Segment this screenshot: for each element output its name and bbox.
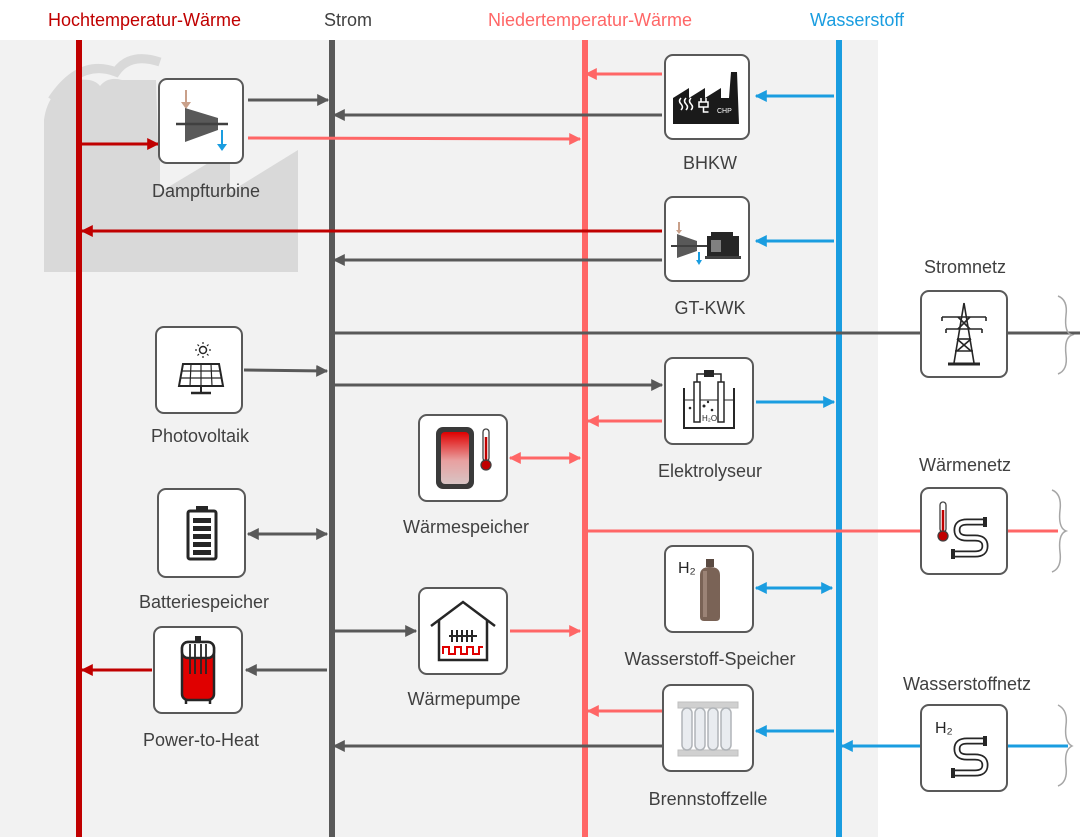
solar-panel-icon	[177, 342, 225, 395]
hydrogen-storage-block: H₂	[664, 545, 754, 633]
gas-turbine-chp-icon	[671, 222, 741, 265]
chp-factory-icon: CHP	[673, 72, 739, 124]
hydrogen-grid-block: H₂	[920, 704, 1008, 792]
steam-turbine-label: Dampfturbine	[151, 181, 261, 201]
heat-storage-tank-icon	[436, 427, 492, 489]
heat-pipe-icon	[937, 501, 989, 559]
high-temp-heat-bus	[76, 40, 82, 837]
chp-icon-text: CHP	[717, 108, 732, 115]
steam-turbine-block	[158, 78, 244, 164]
electrolyzer-icon-text: H₂O	[702, 414, 717, 423]
photovoltaics-block	[155, 326, 243, 414]
gas-turbine-chp-label: GT-KWK	[674, 298, 746, 318]
hydrogen-pipe-icon: H₂	[935, 720, 989, 778]
power-to-heat-boiler-icon	[180, 636, 216, 704]
heat-storage-label: Wärmespeicher	[402, 517, 530, 537]
heat-pump-block	[418, 587, 508, 675]
power-bus	[329, 40, 335, 837]
hydrogen-storage-label: Wasserstoff-Speicher	[624, 649, 796, 669]
heat-pump-house-icon	[430, 600, 496, 662]
hydrogen-bus	[836, 40, 842, 837]
header-low-temp-heat: Niedertemperatur-Wärme	[488, 10, 693, 30]
chp-label: BHKW	[683, 153, 737, 173]
low-temp-heat-bus	[582, 40, 588, 837]
power-grid-label: Stromnetz	[923, 257, 1007, 277]
battery-storage-block	[157, 488, 246, 578]
header-high-temp-heat: Hochtemperatur-Wärme	[48, 10, 242, 30]
fuel-cell-label: Brennstoffzelle	[648, 789, 768, 809]
hydrogen-grid-label: Wasserstoffnetz	[902, 674, 1032, 694]
header-power: Strom	[324, 10, 373, 30]
photovoltaics-label: Photovoltaik	[150, 426, 250, 446]
hydrogen-grid-icon-text: H₂	[935, 720, 953, 737]
chp-block: CHP	[664, 54, 750, 140]
heat-grid-label: Wärmenetz	[918, 455, 1012, 475]
steam-turbine-icon	[176, 90, 228, 151]
power-grid-block	[920, 290, 1008, 378]
hydrogen-tank-icon: H₂	[678, 559, 720, 621]
fuel-cell-icon	[677, 701, 739, 757]
heat-pump-label: Wärmepumpe	[407, 689, 521, 709]
electrolyzer-block: H₂O	[664, 357, 754, 445]
heat-storage-block	[418, 414, 508, 502]
power-to-heat-label: Power-to-Heat	[142, 730, 260, 750]
fuel-cell-block	[662, 684, 754, 772]
gas-turbine-chp-block	[664, 196, 750, 282]
electrolyzer-icon: H₂O	[683, 370, 735, 429]
power-pylon-icon	[941, 302, 987, 366]
header-hydrogen: Wasserstoff	[810, 10, 905, 30]
hydrogen-storage-icon-text: H₂	[678, 560, 696, 577]
electrolyzer-label: Elektrolyseur	[657, 461, 763, 481]
power-to-heat-block	[153, 626, 243, 714]
heat-grid-block	[920, 487, 1008, 575]
battery-storage-label: Batteriespeicher	[138, 592, 270, 612]
factory-watermark-icon	[44, 54, 298, 272]
battery-icon	[186, 506, 217, 561]
